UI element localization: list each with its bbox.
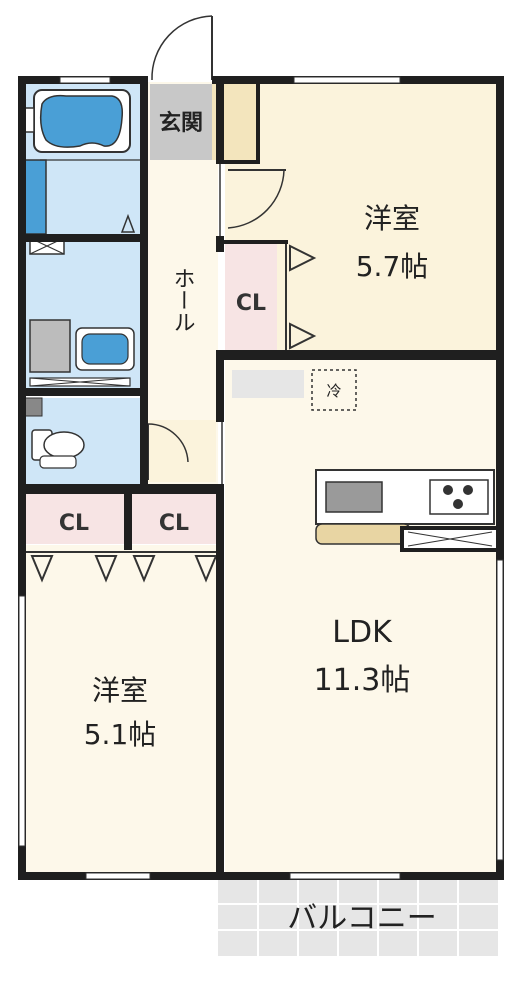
- western-room-top-name: 洋室: [364, 202, 420, 235]
- entrance-label: 玄関: [159, 110, 203, 136]
- closet-door-icon: [289, 244, 317, 272]
- closet-bottom-middle: [132, 494, 216, 544]
- kitchen: 冷: [232, 369, 500, 552]
- fridge-label: 冷: [326, 382, 341, 400]
- kitchen-cabinet: [315, 523, 411, 545]
- room-labels: 玄関 ホール 洋室 5.7帖 CL CL CL LDK 11.3帖 洋室 5.1…: [59, 110, 428, 751]
- toilet-door-swing: [147, 423, 189, 463]
- room-door-swing: [227, 169, 285, 229]
- balcony: バルコニー: [218, 880, 498, 956]
- entrance-floor: [150, 84, 212, 160]
- bathtub-basin-icon: [39, 94, 124, 148]
- hall-label: ホール: [170, 267, 195, 333]
- front-door-swing: [151, 15, 213, 81]
- western-room-top-size: 5.7帖: [356, 250, 429, 283]
- closet-top-right: [225, 242, 277, 354]
- windows: [18, 76, 504, 880]
- closet-bottom-middle-label: CL: [159, 511, 189, 536]
- closet-door-icon: [30, 555, 54, 583]
- kitchen-sink-icon: [325, 481, 383, 513]
- ldk-floor: [225, 360, 500, 872]
- closet-door-icon: [132, 555, 156, 583]
- balcony-label: バルコニー: [287, 901, 436, 936]
- washing-machine-icon: [29, 319, 71, 373]
- closets: [24, 240, 317, 583]
- closet-bottom-left: [24, 494, 124, 544]
- western-room-bottom-size: 5.1帖: [84, 718, 157, 751]
- fridge-space: [232, 370, 304, 398]
- stove-icon: [429, 479, 489, 515]
- toilet-bowl-icon: [43, 431, 85, 459]
- closet-bottom-left-label: CL: [59, 511, 89, 536]
- closet-top-label: CL: [236, 291, 266, 316]
- western-room-bottom-floor: [22, 545, 220, 872]
- western-room-bottom-name: 洋室: [92, 674, 148, 707]
- balcony-floor: [218, 880, 498, 956]
- closet-door-icon: [194, 555, 218, 583]
- toilet-door-area: [144, 420, 216, 482]
- closet-door-icon: [94, 555, 118, 583]
- closet-door-icon: [289, 322, 317, 350]
- ldk-size: 11.3帖: [314, 663, 411, 698]
- ldk-name: LDK: [332, 615, 393, 650]
